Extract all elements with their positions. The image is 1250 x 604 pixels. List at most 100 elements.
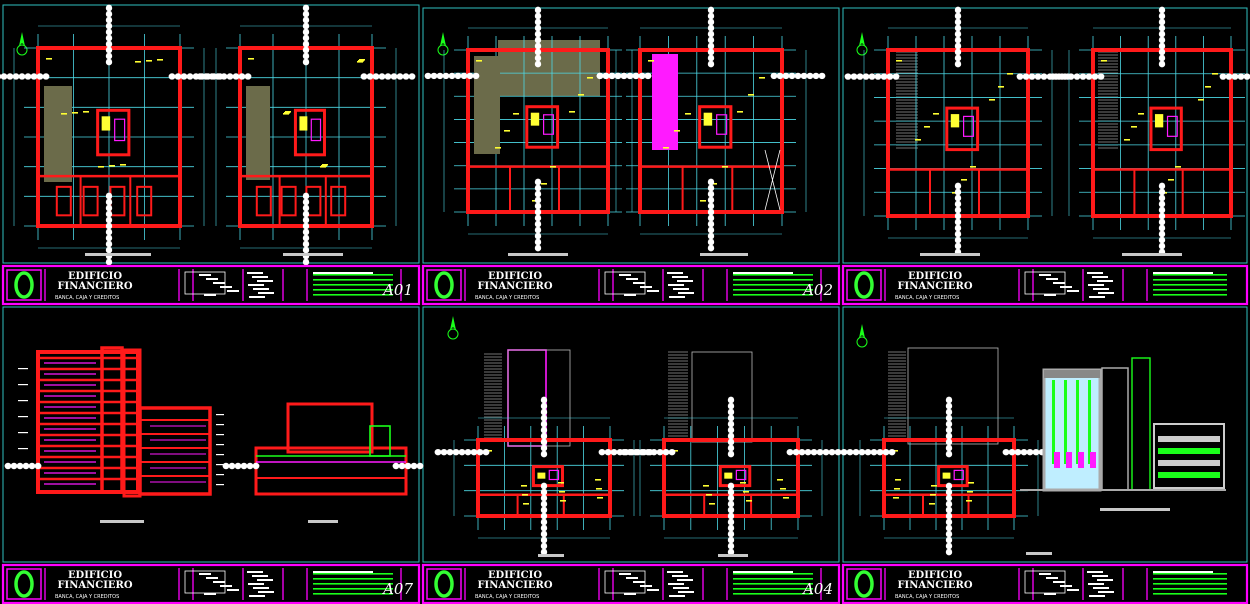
section-cut-marker: [105, 234, 113, 242]
title-block-title-line: EDIFICIO: [908, 570, 962, 581]
title-block-text-line: [257, 280, 273, 282]
furniture-block: [1078, 452, 1084, 468]
drawing-caption-bar: [100, 520, 144, 523]
section-cut-marker: [534, 208, 542, 216]
room: [280, 185, 297, 217]
annotation-mark: [146, 60, 152, 62]
section-cut-marker: [302, 28, 310, 36]
north-arrow-icon: [859, 324, 865, 338]
title-block-text-line: [204, 294, 216, 296]
title-block-text-line: [1097, 579, 1113, 581]
north-arrow-icon: [437, 44, 449, 56]
annotation-mark: [933, 113, 939, 115]
section-cut-marker: [1002, 448, 1010, 456]
annotation-mark: [931, 485, 937, 487]
annotation-mark: [595, 479, 601, 481]
section-cut-marker: [1049, 73, 1057, 80]
section-cut-marker: [1158, 218, 1166, 226]
section-cut-marker: [302, 228, 310, 236]
annotation-mark: [541, 183, 547, 185]
section-cut-marker: [1158, 18, 1166, 26]
annotation-mark: [700, 200, 706, 202]
section-cut-marker: [540, 438, 548, 446]
title-block-green-line: [313, 289, 393, 291]
section-cut-marker: [707, 220, 715, 228]
logo-icon: [14, 271, 34, 299]
title-block-green-line: [313, 279, 393, 281]
section-cut-marker: [105, 40, 113, 48]
section-cut-marker: [168, 73, 176, 80]
title-block-text-line: [227, 589, 239, 591]
title-block-text-line: [1053, 581, 1065, 583]
section-cut-marker: [214, 73, 222, 80]
room: [55, 185, 72, 217]
annotation-mark: [780, 488, 786, 490]
title-block-text-line: [1097, 280, 1113, 282]
section-cut-marker: [366, 73, 374, 80]
annotation-mark: [746, 500, 752, 502]
section-cut-marker: [794, 72, 802, 80]
annotation-mark: [285, 111, 291, 113]
section-cut-marker: [1022, 73, 1030, 80]
section-cut-marker: [534, 232, 542, 240]
annotation-mark: [685, 113, 691, 115]
section-cut-marker: [186, 73, 194, 80]
section-cut-marker: [608, 72, 616, 80]
north-arrow-icon: [450, 316, 456, 330]
title-block-text-line: [1067, 290, 1079, 292]
section-cut-marker: [668, 448, 676, 456]
annotation-mark: [587, 77, 593, 79]
title-block-green-line: [733, 573, 813, 575]
bracing-line: [764, 149, 781, 211]
title-block-subtitle: BANCA, CAJA Y CREDITOS: [55, 295, 119, 301]
section-cut-marker: [1231, 73, 1239, 80]
section-cut-marker: [105, 210, 113, 218]
section-cut-marker: [372, 73, 380, 80]
section-cut-marker: [945, 482, 953, 490]
section-cut-marker: [707, 42, 715, 50]
section-cut-marker: [886, 73, 894, 80]
title-block-text-line: [640, 286, 652, 288]
section-cut-marker: [707, 48, 715, 56]
section-cut-marker: [868, 73, 876, 80]
section-cut-marker: [442, 72, 450, 80]
section-cut-marker: [105, 204, 113, 212]
drawing-caption-bar: [308, 520, 338, 523]
section-cut-marker: [862, 73, 870, 80]
section-cut-marker: [727, 408, 735, 416]
section-cut-marker: [1158, 194, 1166, 202]
annotation-mark: [560, 500, 566, 502]
column-highlight: [1076, 380, 1079, 464]
title-block-subtitle: BANCA, CAJA Y CREDITOS: [55, 594, 119, 600]
section-cut-marker: [945, 402, 953, 410]
annotation-mark: [61, 113, 67, 115]
section-cut-marker: [846, 448, 854, 456]
annotation-mark: [711, 183, 717, 185]
section-cut-marker: [727, 536, 735, 544]
section-cut-marker: [302, 222, 310, 230]
section-cut-marker: [392, 462, 400, 470]
section-cut-marker: [476, 448, 484, 456]
title-block-text-line: [668, 583, 684, 585]
annotation-mark: [743, 491, 749, 493]
stair-core: [537, 472, 546, 479]
section-cut-marker: [534, 238, 542, 246]
logo-icon: [434, 271, 454, 299]
section-cut-marker: [727, 548, 735, 556]
section-cut-marker: [246, 462, 254, 470]
sheet-a04-floor-plans: [434, 316, 842, 557]
room: [255, 185, 272, 217]
title-block-text-line: [640, 585, 652, 587]
section-cut-marker: [945, 530, 953, 538]
section-cut-marker: [864, 448, 872, 456]
title-block-text-line: [1060, 286, 1072, 288]
furniture-block: [1090, 452, 1096, 468]
section-cut-marker: [945, 536, 953, 544]
sheet-a07-sections: [4, 346, 424, 523]
section-cut-marker: [1158, 54, 1166, 62]
section-cut-marker: [540, 488, 548, 496]
level-marker: [18, 368, 28, 370]
